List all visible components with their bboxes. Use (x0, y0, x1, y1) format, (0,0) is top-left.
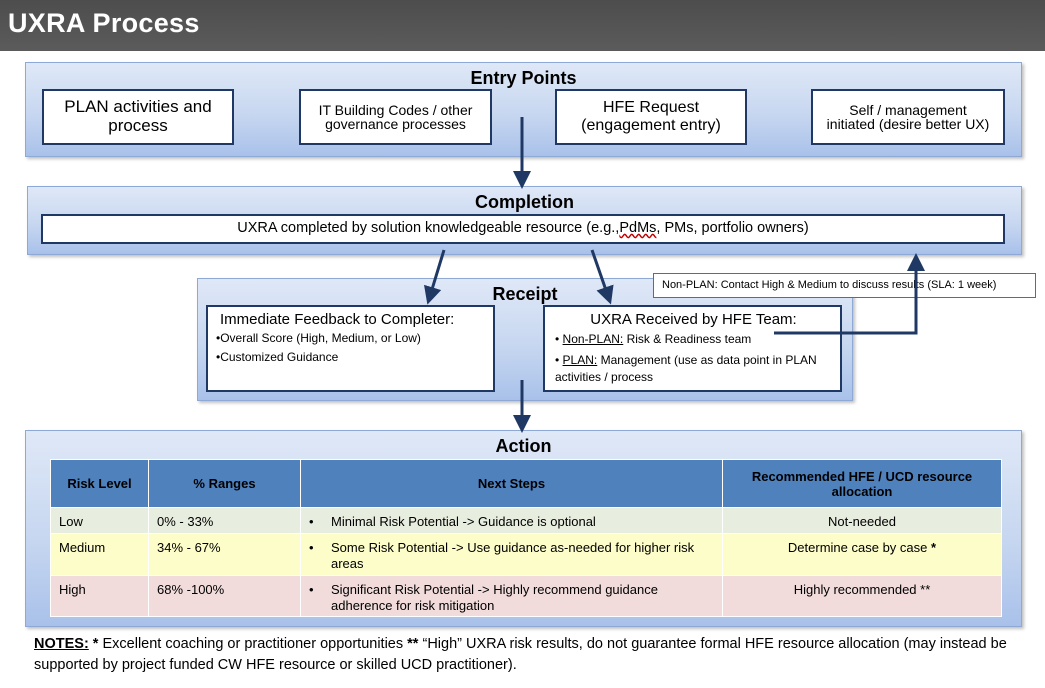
notes: NOTES: * Excellent coaching or practitio… (34, 636, 1007, 673)
completion-title: Completion (475, 192, 574, 212)
received-item-non-plan: • Non-PLAN: Risk & Readiness team (555, 332, 752, 346)
table-row: Low 0% - 33% •Minimal Risk Potential -> … (50, 507, 1002, 534)
arrow-completion-to-received (590, 249, 614, 305)
header-ranges: % Ranges (148, 459, 301, 508)
completion-text-prefix: UXRA completed by solution knowledgeable… (237, 220, 620, 237)
uxra-received-heading: UXRA Received by HFE Team: (590, 311, 797, 328)
notes-label: NOTES: (34, 636, 89, 652)
header-risk-level: Risk Level (50, 459, 149, 508)
risk-table: Risk Level % Ranges Next Steps Recommend… (50, 459, 1002, 617)
next-steps-cell: •Minimal Risk Potential -> Guidance is o… (300, 507, 723, 534)
title-bar: UXRA Process (0, 0, 1045, 51)
completion-box: UXRA completed by solution knowledgeable… (41, 214, 1005, 244)
non-plan-label: Non-PLAN: (562, 332, 624, 346)
entry-points-title: Entry Points (470, 68, 577, 88)
feedback-item-guidance: •Customized Guidance (216, 350, 339, 364)
table-row: High 68% -100% •Significant Risk Potenti… (50, 575, 1002, 617)
completion-text-pdms: PdMs (619, 220, 657, 237)
non-plan-callout: Non-PLAN: Contact High & Medium to discu… (653, 273, 1036, 298)
plan-label: PLAN: (562, 353, 598, 367)
arrow-received-to-completion (774, 253, 925, 335)
feedback-item-score: •Overall Score (High, Medium, or Low) (216, 331, 421, 345)
entry-box-self-management: Self / management initiated (desire bett… (811, 89, 1005, 145)
allocation-cell: Highly recommended ** (722, 575, 1002, 617)
uxra-received-box: UXRA Received by HFE Team: • Non-PLAN: R… (543, 305, 842, 392)
arrow-completion-to-feedback (424, 249, 446, 305)
entry-box-plan: PLAN activities and process (42, 89, 234, 145)
risk-table-header-row: Risk Level % Ranges Next Steps Recommend… (50, 459, 1002, 508)
page-title: UXRA Process (8, 8, 200, 38)
action-title: Action (495, 436, 552, 456)
range-cell: 34% - 67% (148, 533, 301, 576)
range-cell: 0% - 33% (148, 507, 301, 534)
received-item-plan: • PLAN: Management (use as data point in… (555, 353, 817, 384)
entry-box-it-building-codes: IT Building Codes / other governance pro… (299, 89, 492, 145)
risk-level-cell: High (50, 575, 149, 617)
range-cell: 68% -100% (148, 575, 301, 617)
allocation-cell: Determine case by case * (722, 533, 1002, 576)
next-steps-cell: •Some Risk Potential -> Use guidance as-… (300, 533, 723, 576)
immediate-feedback-box: Immediate Feedback to Completer: •Overal… (206, 305, 495, 392)
header-next-steps: Next Steps (300, 459, 723, 508)
immediate-feedback-heading: Immediate Feedback to Completer: (220, 311, 455, 328)
header-allocation: Recommended HFE / UCD resource allocatio… (722, 459, 1002, 508)
table-row: Medium 34% - 67% •Some Risk Potential ->… (50, 533, 1002, 576)
completion-text-suffix: , PMs, portfolio owners) (656, 220, 809, 237)
receipt-title: Receipt (492, 284, 558, 304)
next-steps-cell: •Significant Risk Potential -> Highly re… (300, 575, 723, 617)
entry-box-hfe-request: HFE Request (engagement entry) (555, 89, 747, 145)
